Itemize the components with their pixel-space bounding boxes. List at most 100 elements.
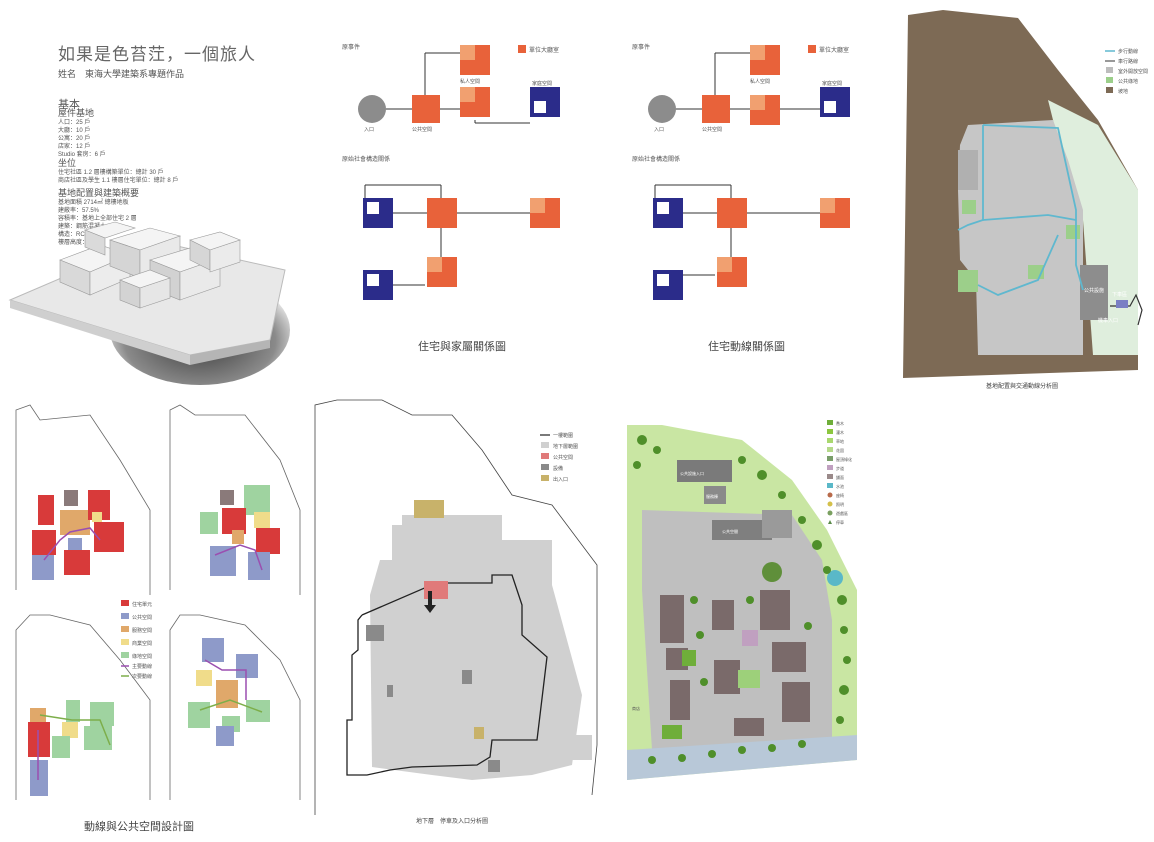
node-square-inset [530, 198, 545, 213]
node-square-inset [750, 95, 765, 110]
legend-label: 公共空間 [553, 454, 573, 461]
plan-outline [15, 404, 301, 800]
info-block-3: 基地配置與建築概要 基地面積 2714㎡ 總樓地板 建蔽率：57.5% 容積率：… [58, 186, 139, 247]
info-line: 住宅社區 1.2 層樓構築單位：總計 30 戶 [58, 170, 164, 176]
site-building [1080, 265, 1108, 320]
legend-label: 水池 [836, 483, 844, 489]
node-square-inset [750, 45, 765, 60]
node-label: 私人空間 [460, 78, 480, 85]
legend-label: 公共綠地 [1118, 78, 1138, 85]
equipment-block [366, 625, 384, 641]
info-line: 商店社區及學生 1.1 樓層住宅單位：總計 8 戶 [58, 178, 179, 184]
info-line: 建築：鋼筋混凝土 [58, 224, 107, 230]
site-legend: 步行動線 車行路線 室外開放空間 公共綠地 坡地 [1105, 48, 1148, 95]
info-line: 建蔽率：57.5% [58, 208, 100, 214]
legend-label: 座椅 [836, 492, 844, 498]
plan-4-blocks [188, 638, 270, 746]
equipment-block [387, 685, 393, 697]
diagram-label: 原始社會構造關係 [632, 155, 680, 163]
site-green-edge [1048, 100, 1138, 355]
landscape-buildings [660, 460, 810, 736]
legend-label: 單位大廳室 [529, 46, 559, 54]
legend-label: 遊戲區 [836, 510, 848, 516]
legend-label: 坡地 [1118, 88, 1128, 95]
node-label: 私人空間 [750, 78, 770, 85]
node-label: 家庭空間 [822, 80, 842, 87]
site-circulation-map: 公共設施 下車區 機車入口 步行動線 車行路線 室外開放空間 公共綠地 坡地 基… [903, 10, 1148, 390]
title-block: 如果是色苔茳，一個旅人 姓名 東海大學建築系專題作品 基本 [58, 40, 256, 112]
legend-label: 一樓範圍 [553, 432, 573, 439]
landscape-legend: 喬木 灌木 草地 花園 屋頂綠化 步道 鋪面 水池 座椅 照明 遊戲區 停車 [827, 420, 852, 525]
info-block-2: 坐位 住宅社區 1.2 層樓構築單位：總計 30 戶 商店社區及學生 1.1 樓… [58, 156, 178, 185]
plan-3-blocks [28, 700, 114, 796]
plan-1-blocks [32, 490, 124, 580]
info-head-1: 屋件基地 [58, 108, 95, 118]
site-boundary [314, 399, 598, 815]
legend-label: 次要動線 [132, 673, 152, 680]
node-label: 公共空間 [412, 126, 432, 133]
node-circle-entry [648, 95, 676, 123]
plans-legend: 住宅單元 公共空間 服務空間 商業空間 綠地空間 主要動線 次要動線 [121, 600, 152, 680]
diagram-left-mid: 原始社會構造關係 [342, 155, 560, 300]
site-green-patch [958, 270, 978, 292]
legend-label: 屋頂綠化 [836, 456, 852, 462]
site-open-space [958, 120, 1083, 355]
legend-label: 商業空間 [132, 640, 152, 647]
info-line: 人口：25 戶 [58, 120, 91, 126]
node-circle-entry [358, 95, 386, 123]
node-blue-inset [367, 202, 379, 214]
legend-label: 花園 [836, 447, 844, 453]
info-head-2: 坐位 [58, 158, 77, 168]
node-label: 入口 [364, 127, 374, 133]
info-line: 基地面積 2714㎡ 總樓地板 [58, 200, 129, 206]
floor-plan-caption: 地下層 停車及入口分析圖 [416, 817, 488, 825]
site-building [958, 150, 978, 190]
walk-path [977, 234, 1059, 296]
diagram-caption-left: 住宅與家屬關係圖 [418, 339, 506, 353]
massing-model-render [8, 221, 290, 385]
legend-label: 草地 [836, 438, 844, 444]
relationship-diagrams: 單位大廳室 原事件 入口 公共空間 私人空間 家庭空間 原始社會構造關係 住宅與… [342, 43, 850, 353]
legend-label: 步行動線 [1118, 48, 1138, 55]
plans-caption: 動線與公共空間設計圖 [84, 819, 194, 833]
info-line: 店家：12 戶 [58, 144, 91, 150]
landscape-label: 服務棟 [706, 493, 718, 499]
site-label: 下車區 [1112, 291, 1127, 298]
info-line: 容積率：基地上全部住宅 2 層 [58, 216, 137, 222]
diagram-label: 原事件 [342, 43, 360, 51]
landscape-green-areas [662, 562, 843, 739]
entrance-block [414, 500, 444, 518]
diagram-left-top: 單位大廳室 原事件 入口 公共空間 私人空間 家庭空間 [342, 43, 560, 133]
legend-swatch [808, 45, 816, 53]
legend-label: 出入口 [553, 476, 568, 483]
node-square [702, 95, 730, 123]
legend-label: 單位大廳室 [819, 46, 849, 54]
legend-label: 喬木 [836, 420, 844, 426]
info-line: 大廳：10 戶 [58, 128, 91, 134]
basement-annex [522, 735, 592, 760]
info-line: Studio 套房：6 戶 [58, 152, 106, 158]
legend-label: 公共空間 [132, 614, 152, 621]
landscape-plan: 喬木 灌木 草地 花園 屋頂綠化 步道 鋪面 水池 座椅 照明 遊戲區 停車 公… [627, 420, 857, 780]
legend-label: 室外開放空間 [1118, 68, 1148, 75]
node-square-inset [427, 257, 442, 272]
node-square-inset [460, 45, 475, 60]
walk-path [982, 214, 1077, 221]
legend-label: 住宅單元 [132, 601, 152, 608]
floor-plan-legend: 一樓範圍 地下層範圍 公共空間 設備 出入口 [540, 432, 578, 483]
node-square [427, 198, 457, 228]
ground-floor-outline [346, 574, 548, 776]
legend-label: 設備 [553, 465, 563, 472]
legend-label: 照明 [836, 502, 844, 507]
node-square [717, 198, 747, 228]
page-title: 如果是色苔茳，一個旅人 [58, 45, 256, 64]
node-blue-inset [824, 101, 836, 113]
basement-plan: 一樓範圍 地下層範圍 公共空間 設備 出入口 地下層 停車及入口分析圖 [314, 399, 598, 825]
legend-label: 地下層範圍 [553, 443, 578, 450]
legend-swatch [518, 45, 526, 53]
landscape-label: 公共設施入口 [680, 470, 704, 476]
plan-2-blocks [200, 485, 280, 580]
site-green-patch [1066, 225, 1080, 239]
diagram-right-top: 單位大廳室 原事件 入口 公共空間 私人空間 家庭空間 [632, 43, 850, 133]
landscape-trees [633, 435, 851, 764]
